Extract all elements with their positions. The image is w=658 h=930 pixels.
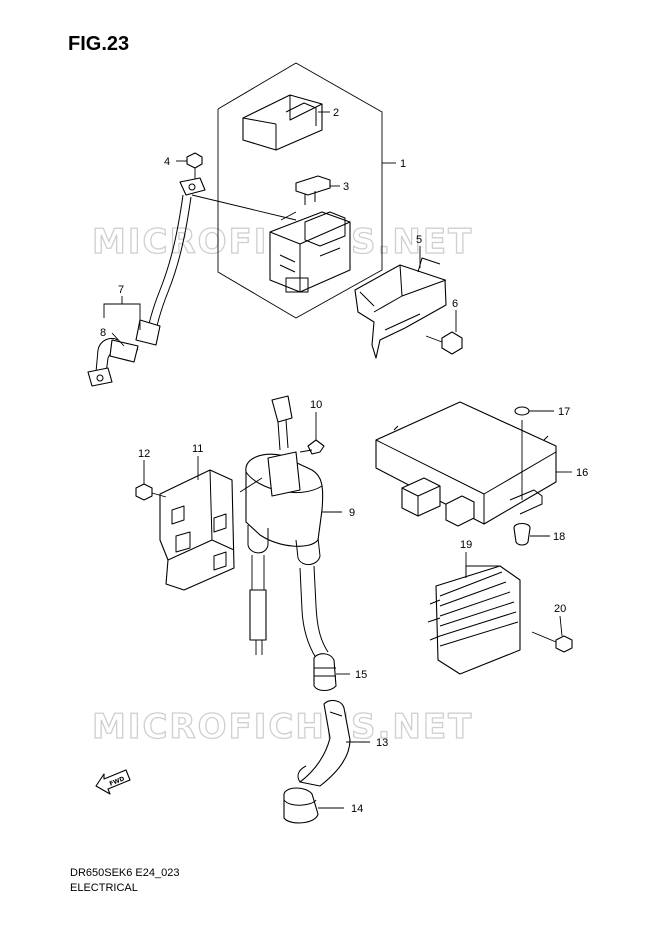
- callout-18: 18: [553, 531, 565, 543]
- watermark-bottom: MICROFICHES.NET: [92, 707, 473, 747]
- coil-bracket-part-11: [159, 456, 235, 591]
- grommet-part-18: [513, 522, 550, 546]
- callout-2: 2: [333, 107, 339, 119]
- hose-assembly-part-7-8: [87, 177, 297, 387]
- section-name: ELECTRICAL: [70, 882, 138, 894]
- callout-4: 4: [164, 156, 170, 168]
- callout-16: 16: [576, 467, 588, 479]
- callout-14: 14: [351, 803, 363, 815]
- callout-11: 11: [192, 443, 203, 455]
- starter-relay-assembly: [217, 62, 383, 319]
- callout-10: 10: [310, 399, 322, 411]
- callout-20: 20: [554, 603, 566, 615]
- regulator-rectifier-part-19: [427, 552, 521, 675]
- bolt-part-10: [299, 412, 325, 455]
- callout-9: 9: [349, 507, 355, 519]
- screw-part-17: [514, 406, 554, 416]
- spark-plug-cover-part-14: [283, 787, 319, 824]
- callout-1: 1: [400, 158, 406, 170]
- callout-13: 13: [376, 737, 388, 749]
- ignition-coil-part-9: [245, 395, 329, 659]
- callout-3: 3: [343, 181, 349, 193]
- callout-8: 8: [100, 327, 106, 339]
- callout-12: 12: [138, 448, 150, 460]
- bolt-part-12: [135, 460, 167, 501]
- bolt-part-20: [531, 615, 573, 653]
- bolt-part-6: [425, 310, 463, 355]
- callout-19: 19: [460, 539, 472, 551]
- spark-plug-boot-part-13: [297, 699, 351, 787]
- callout-17: 17: [558, 406, 570, 418]
- figure-title: FIG.23: [68, 33, 130, 55]
- callout-7: 7: [118, 284, 124, 296]
- relay-bracket-part-5: [354, 257, 447, 359]
- callout-15: 15: [355, 669, 367, 681]
- spark-plug-cap-part-15: [313, 653, 337, 692]
- callout-6: 6: [452, 298, 458, 310]
- fwd-arrow-icon: FWD: [95, 769, 131, 795]
- callout-5: 5: [416, 234, 422, 246]
- bolt-part-4: [176, 152, 203, 182]
- model-code: DR650SEK6 E24_023: [70, 867, 180, 879]
- cdi-unit-part-16: [375, 401, 557, 527]
